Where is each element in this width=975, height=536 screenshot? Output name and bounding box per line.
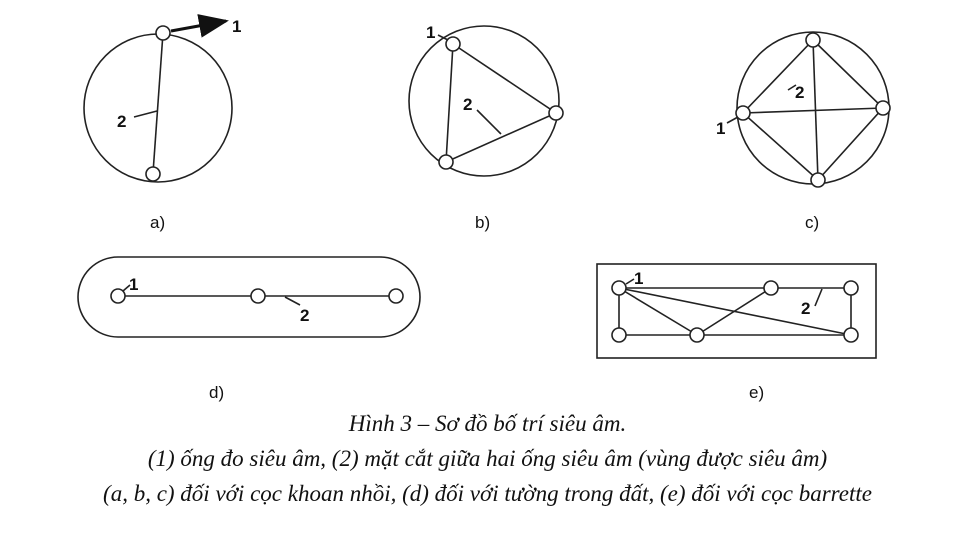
leader-line xyxy=(133,110,158,118)
ultrasonic-tube xyxy=(843,327,859,343)
ultrasonic-tube xyxy=(763,280,779,296)
pile-section xyxy=(408,25,560,177)
ultrasonic-tube xyxy=(805,32,821,48)
ultrasonic-tube xyxy=(250,288,266,304)
diagram-b: 1 2 b) xyxy=(408,23,564,232)
scan-section xyxy=(152,32,164,174)
leader-line xyxy=(437,34,449,41)
leader-line xyxy=(476,109,502,135)
scan-section xyxy=(742,107,884,114)
ultrasonic-tube xyxy=(548,105,564,121)
scan-section xyxy=(445,42,558,164)
leader-line xyxy=(726,116,739,124)
scan-section xyxy=(618,287,698,336)
ultrasonic-tube xyxy=(445,36,461,52)
marker-2: 2 xyxy=(300,306,309,325)
leader-line xyxy=(814,288,823,307)
figure-title: Hình 3 – Sơ đồ bố trí siêu âm. xyxy=(348,411,627,436)
scan-section xyxy=(618,287,852,336)
marker-2: 2 xyxy=(463,95,472,114)
ultrasonic-tube xyxy=(145,166,161,182)
marker-2: 2 xyxy=(795,83,804,102)
leader-line xyxy=(625,278,635,285)
ultrasonic-tube xyxy=(155,25,171,41)
marker-2: 2 xyxy=(801,299,810,318)
ultrasonic-tube xyxy=(735,105,751,121)
diagram-d: 1 2 d) xyxy=(77,256,421,402)
diagram-label: c) xyxy=(805,213,819,232)
leader-line xyxy=(787,84,797,91)
diagram-label: b) xyxy=(475,213,490,232)
marker-1: 1 xyxy=(232,17,241,36)
marker-2: 2 xyxy=(117,112,126,131)
ultrasonic-tube xyxy=(110,288,126,304)
marker-1: 1 xyxy=(129,275,138,294)
barrette-section xyxy=(596,263,877,359)
marker-1: 1 xyxy=(426,23,435,42)
ultrasonic-tube xyxy=(875,100,891,116)
diagram-a: 1 2 a) xyxy=(83,14,241,232)
arrow-icon xyxy=(170,14,229,38)
diagram-label: d) xyxy=(209,383,224,402)
ultrasonic-tube xyxy=(611,327,627,343)
ultrasonic-tube xyxy=(388,288,404,304)
ultrasonic-tube xyxy=(810,172,826,188)
marker-1: 1 xyxy=(634,269,643,288)
diagram-label: a) xyxy=(150,213,165,232)
caption-legend: (1) ống đo siêu âm, (2) mặt cắt giữa hai… xyxy=(147,446,828,471)
ultrasonic-tube xyxy=(843,280,859,296)
marker-1: 1 xyxy=(716,119,725,138)
leader-line xyxy=(122,284,131,292)
diagram-label: e) xyxy=(749,383,764,402)
caption-usage: (a, b, c) đối với cọc khoan nhồi, (d) đố… xyxy=(103,481,872,506)
wall-section xyxy=(77,256,421,338)
ultrasonic-tube xyxy=(438,154,454,170)
diagram-e: 1 2 e) xyxy=(596,263,877,402)
leader-line xyxy=(284,296,301,306)
ultrasonic-tube xyxy=(689,327,705,343)
ultrasonic-tube xyxy=(611,280,627,296)
diagram-c: 1 2 c) xyxy=(716,31,891,232)
